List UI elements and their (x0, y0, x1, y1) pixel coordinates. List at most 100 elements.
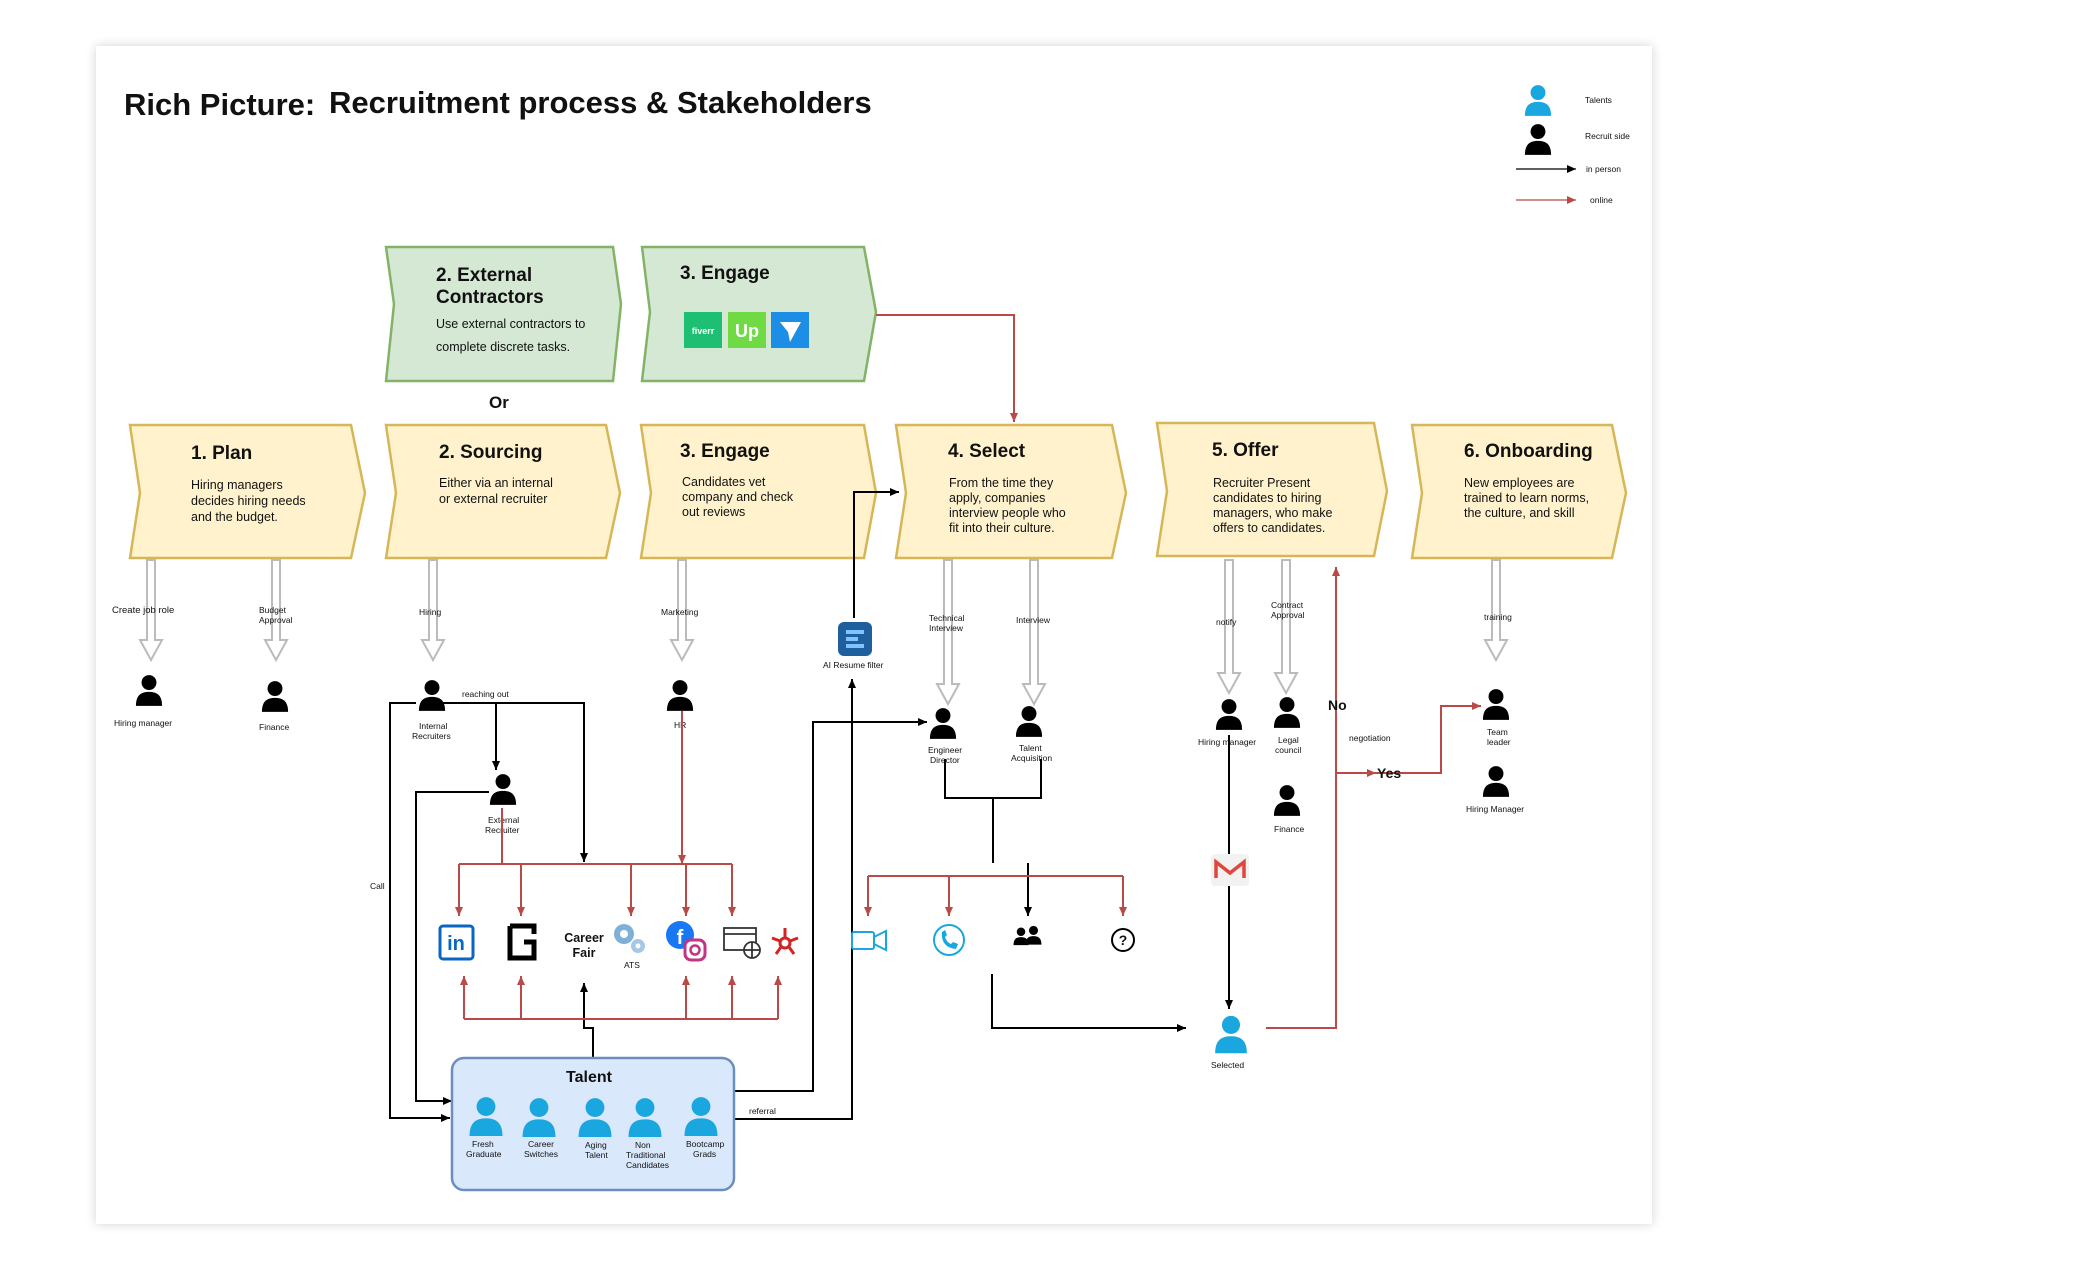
freelancer-bird-shape (780, 322, 801, 342)
interview-to-selected-arrow (991, 974, 1186, 1032)
label-team-1: Team (1487, 727, 1508, 737)
contractors-title-2: Contractors (436, 287, 544, 308)
offer-desc-3: managers, who make (1213, 506, 1333, 520)
group-icon (1013, 925, 1042, 946)
linkedin-icon (438, 924, 475, 961)
upwork-label: Up (735, 321, 759, 341)
label-call: Call (370, 881, 385, 891)
career-fair-label-1: Career (564, 931, 604, 945)
label-fresh-2: Graduate (466, 1149, 502, 1159)
talent-to-engineer-arrow (734, 718, 927, 1092)
ats-label: ATS (624, 960, 640, 970)
label-no: No (1328, 697, 1347, 713)
label-team-2: leader (1487, 737, 1511, 747)
ai-to-select-arrow (853, 488, 899, 618)
plan-title: 1. Plan (191, 443, 252, 464)
plan-desc-1: Hiring managers (191, 478, 283, 492)
label-finance: Finance (259, 722, 290, 732)
label-selected: Selected (1211, 1060, 1244, 1070)
internal-recruiters-person-icon (418, 680, 446, 711)
label-bootcamp-2: Grads (693, 1149, 716, 1159)
legal-council-person-icon (1273, 697, 1301, 728)
hollow-arrow-interview (1021, 559, 1047, 707)
finance-person-icon (261, 681, 289, 712)
label-yes: Yes (1377, 765, 1401, 781)
label-hiring: Hiring (419, 607, 441, 617)
label-technical-1: Technical (929, 613, 965, 623)
legend-talents-label: Talents (1585, 95, 1612, 105)
engage-desc-1: Candidates vet (682, 475, 766, 489)
contractors-title-1: 2. External (436, 265, 532, 286)
people-labels: Hiring manager Finance Internal Recruite… (114, 718, 1524, 835)
interview-methods: ? (851, 924, 1135, 956)
hollow-arrow-marketing (669, 559, 695, 663)
hollow-arrow-create-job (138, 559, 164, 663)
external-to-talent-arrow (415, 791, 489, 1105)
label-create-job-role: Create job role (112, 605, 174, 616)
gear-icon (614, 924, 645, 953)
offer-title: 5. Offer (1212, 440, 1279, 461)
call-loop-arrow (389, 702, 450, 1122)
label-marketing: Marketing (661, 607, 699, 617)
offer-desc-2: candidates to hiring (1213, 491, 1321, 505)
stage-external-contractors (384, 245, 623, 383)
hollow-arrow-notify (1216, 559, 1242, 696)
label-hr: HR (674, 720, 686, 730)
engage-desc-3: out reviews (682, 505, 745, 519)
legend-online-label: online (1590, 195, 1613, 205)
label-engineer-1: Engineer (928, 745, 962, 755)
main-stages: 1. Plan Hiring managers decides hiring n… (128, 421, 1628, 560)
sourcing-desc-2: or external recruiter (439, 492, 547, 506)
label-reaching-out: reaching out (462, 689, 509, 699)
phone-icon (933, 924, 965, 956)
question-icon: ? (1111, 928, 1135, 952)
svg-text:?: ? (1119, 932, 1128, 948)
facebook-glyph: f (677, 927, 684, 949)
offer-finance-person-icon (1273, 785, 1301, 816)
label-offer-hiring-manager: Hiring manager (1198, 737, 1256, 747)
stage-offer (1155, 421, 1389, 558)
page-title: Recruitment process & Stakeholders (329, 85, 872, 120)
label-referral: referral (749, 1106, 776, 1116)
select-desc-1: From the time they (949, 476, 1054, 490)
onboarding-desc-3: the culture, and skill (1464, 506, 1574, 520)
instagram-icon (683, 938, 707, 962)
sourcing-desc-1: Either via an internal (439, 476, 553, 490)
sourcing-title: 2. Sourcing (439, 442, 542, 463)
legend-recruit-person-icon (1524, 124, 1552, 155)
talent-to-career-fair-arrow (580, 983, 594, 1058)
label-legal-1: Legal (1278, 735, 1299, 745)
engage-title: 3. Engage (680, 441, 770, 462)
plan-desc-2: decides hiring needs (191, 494, 306, 508)
engage-desc-2: company and check (682, 490, 794, 504)
label-fresh-1: Fresh (472, 1139, 494, 1149)
label-hiring-manager: Hiring manager (114, 718, 172, 728)
label-bootcamp-1: Bootcamp (686, 1139, 725, 1149)
career-fair-label-2: Fair (573, 946, 596, 960)
selected-to-offer-arrow (1266, 567, 1340, 1029)
offer-desc-1: Recruiter Present (1213, 476, 1311, 490)
linkedin-label: in (447, 933, 465, 955)
online-connectors (455, 314, 1481, 1029)
external-recruiter-person-icon (489, 774, 517, 805)
hollow-arrow-tech-interview (935, 559, 961, 707)
video-icon (851, 929, 887, 952)
fiverr-icon (684, 312, 722, 348)
label-non-3: Candidates (626, 1160, 669, 1170)
offer-desc-4: offers to candidates. (1213, 521, 1325, 535)
hollow-arrows (138, 559, 1509, 707)
hiring-manager-person-icon (135, 675, 163, 706)
label-internal-1: Internal (419, 721, 447, 731)
label-talent-acq-1: Talent (1019, 743, 1042, 753)
plan-desc-3: and the budget. (191, 510, 278, 524)
label-talent-acq-2: Acquisition (1011, 753, 1052, 763)
stage-onboarding (1410, 423, 1628, 560)
reaching-out-arrow (444, 702, 588, 862)
label-aging-2: Talent (585, 1150, 608, 1160)
label-contract-2: Approval (1271, 610, 1305, 620)
selected-person-icon (1215, 1015, 1247, 1054)
label-aging-1: Aging (585, 1140, 607, 1150)
legend-in-person-label: in person (1586, 164, 1621, 174)
label-onboarding-hiring-manager: Hiring Manager (1466, 804, 1524, 814)
alt-engage-to-select-arrow (876, 314, 1018, 422)
